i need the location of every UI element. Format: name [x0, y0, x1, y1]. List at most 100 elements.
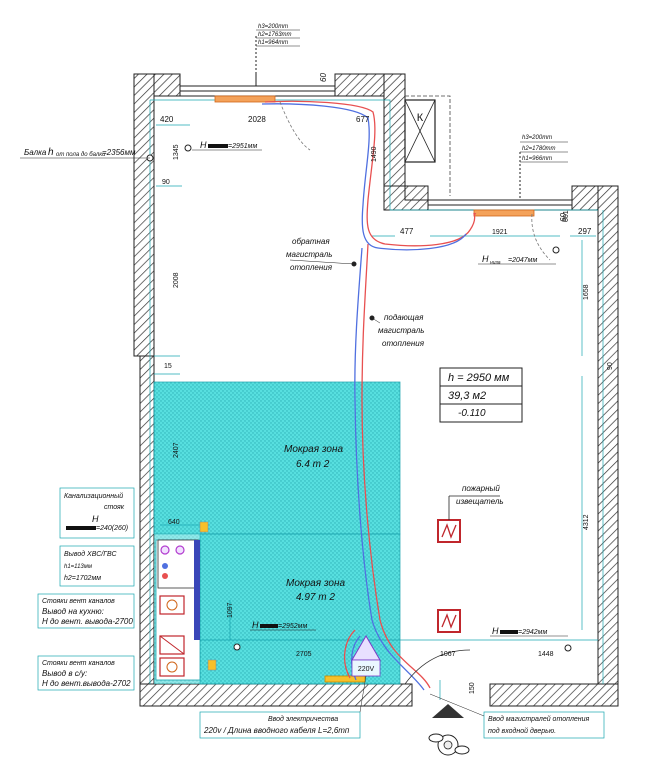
dim-1067: 1067 — [440, 651, 456, 658]
room-area: 39,3 м2 — [448, 390, 486, 402]
riser-column — [155, 521, 217, 681]
radiator-right — [473, 209, 535, 217]
window-right-gap: 60 — [559, 213, 568, 222]
supply-main-line3: отопления — [382, 339, 425, 348]
dim-150: 150 — [469, 682, 476, 694]
dim-677: 677 — [356, 115, 370, 124]
wall-bottom-left — [139, 683, 413, 707]
water-note-line2: h1=113мм — [64, 564, 92, 570]
electric-note: Ввод электричества 220v / Длина вводного… — [199, 675, 367, 739]
return-main-line1: обратная — [292, 237, 330, 246]
vent-shaft-label: К — [417, 112, 424, 124]
dim-2008: 2008 — [173, 272, 180, 288]
vent-bath-line3: H до вент.вывода-2702 — [42, 679, 131, 688]
elev-bottom-mid-h: H — [252, 620, 259, 630]
elevation-marks — [146, 144, 572, 652]
electric-note-line1: Ввод электричества — [268, 715, 338, 723]
window-top-h1: h1=964mm — [258, 40, 288, 46]
dim-90b: 90 — [607, 362, 614, 370]
wall-left-upper — [133, 73, 155, 357]
swing-arcs — [279, 101, 551, 685]
window-top-h2: h2=1763mm — [258, 32, 292, 38]
elev-bottom-right-h: H — [492, 626, 499, 636]
window-right-notes: h3=200mm h2=1780mm h1=966mm 60 — [520, 135, 568, 222]
radiator-top — [214, 95, 276, 103]
wall-mid-step — [383, 185, 429, 211]
fire-detector-line1: пожарный — [462, 484, 500, 493]
elev-bottom-right-value: =2942мм — [518, 629, 547, 636]
wet-zone-labels: Мокрая зона 6.4 m 2 Мокрая зона 4.97 m 2 — [284, 444, 345, 603]
vent-shaft: К — [404, 95, 451, 196]
wall-bottom-right — [489, 683, 619, 707]
dim-15: 15 — [164, 363, 172, 370]
window-right-h2: h2=1780mm — [522, 146, 556, 152]
floor-level: -0.110 — [458, 408, 486, 419]
dim-1921: 1921 — [492, 229, 508, 236]
sewer-note-line1: Канализационный — [64, 492, 123, 500]
wet-zone-lower-area: 4.97 m 2 — [296, 592, 335, 603]
title-block: h = 2950 мм 39,3 м2 -0.110 — [439, 367, 523, 423]
vent-kitchen-line1: Стояки вент каналов — [42, 598, 115, 605]
elev-right-value: =2047мм — [508, 257, 537, 264]
window-right-h3: h3=200mm — [522, 135, 552, 141]
beam-h-sub: от пола до балки — [56, 152, 106, 158]
radiators — [214, 95, 535, 683]
return-main-line2: магистраль — [286, 250, 332, 259]
beam-h: h — [48, 147, 54, 158]
wall-column-mid — [383, 73, 406, 201]
dim-1490: 1490 — [371, 146, 378, 162]
room-height: h = 2950 мм — [448, 372, 510, 384]
wall-right — [597, 185, 619, 707]
dim-2028: 2028 — [248, 115, 266, 124]
dim-2705: 2705 — [296, 651, 312, 658]
dim-297: 297 — [578, 227, 592, 236]
vent-kitchen-note: Стояки вент каналов Вывод на кухню: H до… — [37, 593, 135, 629]
supply-main-line1: подающая — [384, 313, 424, 322]
fire-detector-line2: извещатель — [456, 497, 504, 506]
entry-marker — [428, 704, 470, 756]
vent-bath-line2: Вывод в с/у: — [42, 669, 87, 678]
sewer-note-line2: стояк — [104, 504, 125, 511]
water-note: Вывод ХВС/ГВС h1=113мм h2=1702мм — [59, 545, 135, 587]
dimension-texts: 420 2028 677 1345 90 2008 15 2407 1490 4… — [160, 115, 614, 694]
radiator-bottom — [324, 675, 366, 683]
water-hot-icon — [175, 545, 185, 555]
vent-bath-line1: Стояки вент каналов — [42, 660, 115, 667]
water-note-line1: Вывод ХВС/ГВС — [64, 550, 118, 558]
elev-top-left-h: H — [200, 140, 207, 150]
dim-420: 420 — [160, 115, 174, 124]
wet-zone-upper-name: Мокрая зона — [284, 444, 343, 455]
wall-left-lower — [139, 355, 155, 707]
heating-note-line1: Ввод магистралей отопления — [488, 715, 590, 723]
beam-note: Балка h от пола до балки =2356мм — [20, 147, 150, 159]
elev-bottom-mid-value: =2952мм — [278, 623, 307, 630]
sewer-note-value: =240(260) — [96, 525, 128, 532]
beam-value: =2356мм — [102, 148, 136, 157]
heating-pipes — [261, 100, 477, 691]
vent-kitchen-box — [159, 595, 185, 615]
water-cold-icon — [160, 545, 170, 555]
dim-1658: 1658 — [583, 284, 590, 300]
return-pipe — [261, 103, 467, 691]
dim-477: 477 — [400, 227, 414, 236]
dim-1097: 1097 — [227, 602, 234, 618]
electric-note-line2: 220v / Длина вводного кабеля L=2,6mп — [203, 726, 350, 735]
fire-detectors — [437, 495, 500, 633]
window-top-gap: 60 — [319, 73, 328, 82]
heating-note-line2: под входной дверью. — [488, 727, 556, 735]
dim-2407: 2407 — [173, 442, 180, 458]
pipe-labels: обратная магистраль отопления подающая м… — [286, 237, 504, 506]
supply-pipe — [264, 100, 477, 689]
heating-note: Ввод магистралей отопления под входной д… — [429, 693, 605, 739]
elevation-notes: H =2951мм H низа =2047мм H =2952мм H =29… — [192, 140, 568, 637]
elev-right-h: H — [482, 254, 489, 264]
sewer-note-h: H — [92, 514, 99, 524]
dim-1345: 1345 — [173, 144, 180, 160]
vent-bath-note: Стояки вент каналов Вывод в с/у: H до ве… — [37, 655, 135, 691]
dim-640: 640 — [168, 519, 180, 526]
dim-601: 601 — [563, 210, 570, 222]
vent-kitchen-line3: H до вент. вывода-2700 — [42, 617, 133, 626]
dim-1448: 1448 — [538, 651, 554, 658]
window-right-h1: h1=966mm — [522, 156, 552, 162]
